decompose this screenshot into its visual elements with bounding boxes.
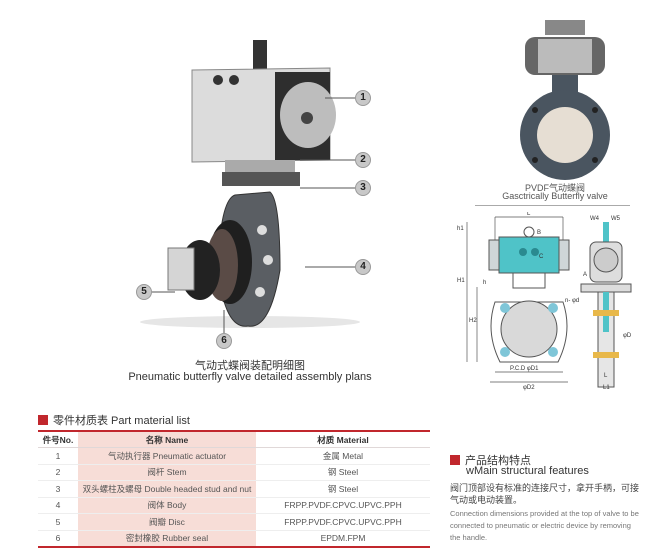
cell-name: 阀体 Body [78,497,256,514]
product-photo [520,20,610,180]
cell-name: 双头螺柱及螺母 Double headed stud and nut [78,480,256,498]
cell-name: 密封橡胶 Rubber seal [78,530,256,547]
assembly-caption-cn: 气动式蝶阀装配明细图 [195,360,305,372]
svg-text:L: L [604,373,608,379]
callout-3: 3 [355,180,371,196]
svg-text:L: L [527,212,531,217]
cell-no: 1 [38,447,78,465]
svg-text:H2: H2 [469,318,477,324]
svg-text:h1: h1 [457,226,464,232]
cell-material: 钢 Steel [256,480,430,498]
header-name: 名称 Name [78,431,256,448]
svg-text:A: A [583,272,587,278]
svg-text:h: h [483,280,486,286]
cell-material: 金属 Metal [256,447,430,465]
cell-name: 阀杆 Stem [78,464,256,481]
photo-caption-cn: PVDF气动蝶阀 [524,183,585,193]
parts-table-title-text: 零件材质表 Part material list [53,415,190,427]
callout-6: 6 [216,333,232,349]
features-body-en: Connection dimensions provided at the to… [450,509,639,542]
cell-name: 阀瓣 Disc [78,513,256,531]
red-square-icon [38,415,48,425]
cell-name: 气动执行器 Pneumatic actuator [78,447,256,465]
dimension-drawing: L h1 H1 H2 h B C n- φd P.C.D φD1 φD2 W4 … [457,212,632,391]
cell-material: 钢 Steel [256,464,430,481]
divider [475,205,630,206]
assembly-illustration [140,40,360,328]
cell-no: 2 [38,464,78,481]
features-title-en: wMain structural features [466,465,589,477]
callout-4: 4 [355,259,371,275]
cell-material: FRPP.PVDF.CPVC.UPVC.PPH [256,513,430,531]
features-title: 产品结构特点 [450,452,531,468]
red-square-icon [450,455,460,465]
svg-text:φD2: φD2 [523,385,535,391]
cell-no: 6 [38,530,78,547]
header-no: 件号No. [38,431,78,448]
svg-text:n- φd: n- φd [565,298,579,304]
features-title-cn: 产品结构特点 [465,455,531,467]
cell-no: 5 [38,513,78,531]
features-body-cn: 阀门顶部设有标准的连接尺寸，拿开手柄，可接气动或电动装置。 [450,483,640,505]
svg-text:W4: W4 [590,216,600,222]
cell-material: EPDM.FPM [256,530,430,547]
svg-text:B: B [537,230,541,236]
cell-no: 4 [38,497,78,514]
callout-2: 2 [355,152,371,168]
svg-text:C: C [539,254,544,260]
cell-no: 3 [38,480,78,498]
svg-text:φD: φD [623,333,632,339]
cell-material: FRPP.PVDF.CPVC.UPVC.PPH [256,497,430,514]
callout-1: 1 [355,90,371,106]
parts-table-title: 零件材质表 Part material list [38,412,190,428]
svg-text:L1: L1 [603,385,610,391]
callout-5: 5 [136,284,152,300]
photo-caption-en: Gasctrically Butterfly valve [502,191,608,201]
svg-text:H1: H1 [457,278,465,284]
header-material: 材质 Material [256,431,430,448]
svg-text:W5: W5 [611,216,621,222]
svg-text:P.C.D φD1: P.C.D φD1 [510,366,539,372]
assembly-caption-en: Pneumatic butterfly valve detailed assem… [128,371,372,383]
